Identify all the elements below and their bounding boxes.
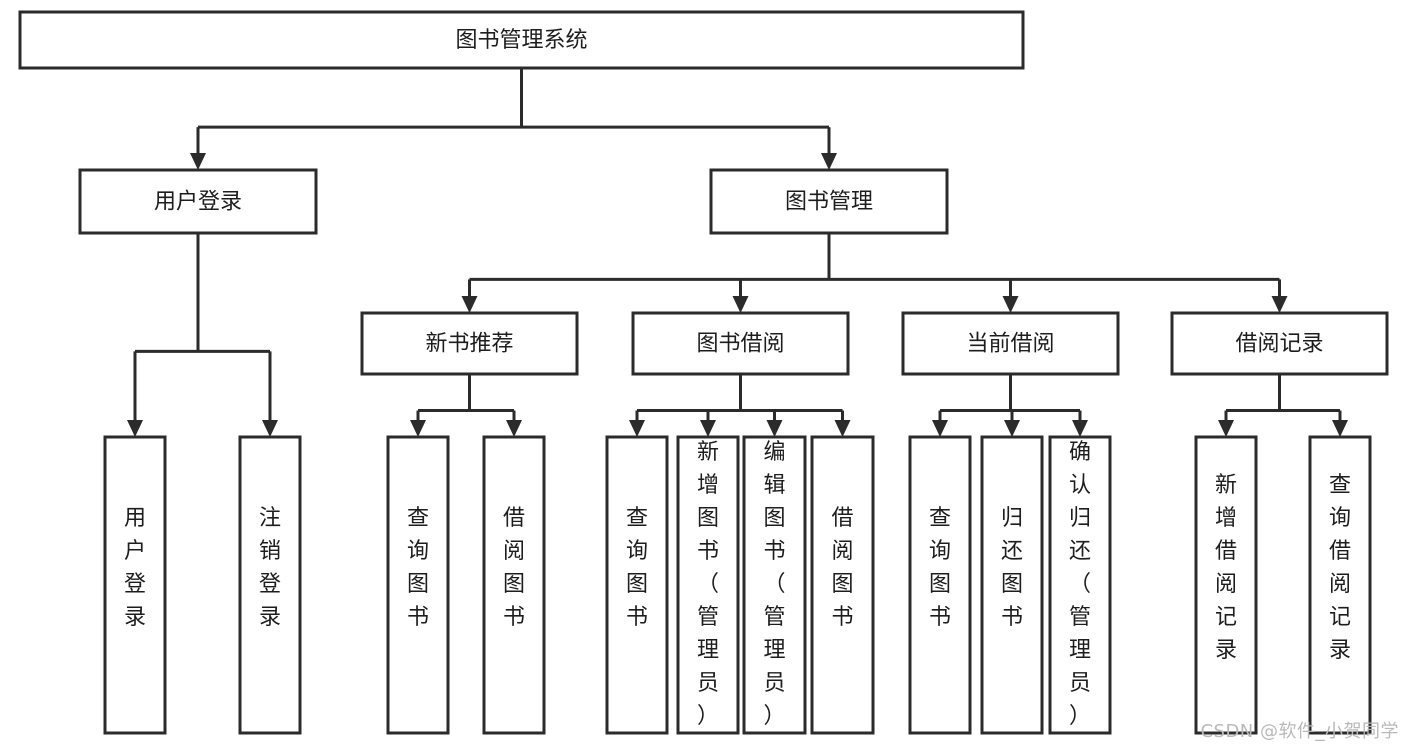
node-box[interactable] xyxy=(810,435,875,735)
node-label: 用户登录 xyxy=(154,190,242,215)
node-label: 查询图书 xyxy=(929,506,951,630)
node-leaf-query-book-2[interactable]: 查询图书 xyxy=(605,435,669,735)
node-leaf-confirm-return[interactable]: 确认归还（管理员） xyxy=(1048,435,1112,735)
arrow-head-icon xyxy=(932,420,948,437)
node-label: 当前借阅 xyxy=(966,332,1054,357)
arrow-head-icon xyxy=(834,420,851,437)
node-root[interactable]: 图书管理系统 xyxy=(18,10,1025,70)
node-box[interactable] xyxy=(676,435,740,735)
node-label: 归还图书 xyxy=(1001,506,1023,630)
arrow-head-icon xyxy=(506,420,522,437)
node-label: 图书管理系统 xyxy=(455,28,587,53)
arrow-head-icon xyxy=(461,296,478,313)
node-label: 借阅图书 xyxy=(503,506,525,630)
node-box[interactable] xyxy=(901,311,1120,376)
node-label: 确认归还（管理员） xyxy=(1069,440,1091,729)
node-box[interactable] xyxy=(386,435,450,735)
node-box[interactable] xyxy=(18,10,1025,70)
node-layer: 图书管理系统用户登录图书管理新书推荐图书借阅当前借阅借阅记录用户登录注销登录查询… xyxy=(18,10,1389,735)
node-borrow[interactable]: 图书借阅 xyxy=(631,311,850,376)
node-label: 查询借阅记录 xyxy=(1329,473,1351,663)
arrow-head-icon xyxy=(700,420,716,437)
node-label: 编辑图书（管理员） xyxy=(763,440,785,729)
arrow-head-icon xyxy=(1004,420,1020,437)
node-label: 图书借阅 xyxy=(696,332,784,357)
arrow-head-icon xyxy=(732,296,749,313)
edge-layer xyxy=(127,68,1348,437)
arrow-head-icon xyxy=(1218,420,1234,437)
node-records[interactable]: 借阅记录 xyxy=(1170,311,1389,376)
node-box[interactable] xyxy=(103,435,167,735)
node-label: 新增图书（管理员） xyxy=(697,440,719,729)
node-current[interactable]: 当前借阅 xyxy=(901,311,1120,376)
node-box[interactable] xyxy=(631,311,850,376)
node-label: 用户登录 xyxy=(124,506,146,630)
arrow-head-icon xyxy=(766,420,783,437)
node-box[interactable] xyxy=(908,435,972,735)
node-leaf-query-book-3[interactable]: 查询图书 xyxy=(908,435,972,735)
node-label: 借阅图书 xyxy=(831,506,853,630)
node-leaf-add-record[interactable]: 新增借阅记录 xyxy=(1194,435,1258,735)
node-label: 借阅记录 xyxy=(1235,332,1323,357)
node-newbook[interactable]: 新书推荐 xyxy=(360,311,579,376)
node-label: 新书推荐 xyxy=(425,332,513,357)
arrow-head-icon xyxy=(1072,420,1088,437)
watermark-label: CSDN @软件_小贺同学 xyxy=(1200,721,1399,742)
node-login[interactable]: 用户登录 xyxy=(78,168,318,235)
node-label: 图书管理 xyxy=(785,190,873,215)
node-leaf-edit-book[interactable]: 编辑图书（管理员） xyxy=(742,435,807,735)
node-leaf-user-login[interactable]: 用户登录 xyxy=(103,435,167,735)
node-box[interactable] xyxy=(605,435,669,735)
node-label: 查询图书 xyxy=(626,506,648,630)
node-box[interactable] xyxy=(482,435,546,735)
node-box[interactable] xyxy=(1308,435,1372,735)
arrow-head-icon xyxy=(127,420,143,437)
node-box[interactable] xyxy=(238,435,302,735)
node-box[interactable] xyxy=(742,435,807,735)
node-leaf-add-book[interactable]: 新增图书（管理员） xyxy=(676,435,740,735)
node-bookmgmt[interactable]: 图书管理 xyxy=(709,168,949,235)
node-label: 查询图书 xyxy=(407,506,429,630)
node-label: 注销登录 xyxy=(259,506,281,630)
arrow-head-icon xyxy=(190,153,206,170)
node-leaf-logout[interactable]: 注销登录 xyxy=(238,435,302,735)
node-label: 新增借阅记录 xyxy=(1215,473,1237,663)
node-leaf-query-book-1[interactable]: 查询图书 xyxy=(386,435,450,735)
node-box[interactable] xyxy=(78,168,318,235)
arrow-head-icon xyxy=(1271,296,1288,313)
arrow-head-icon xyxy=(821,153,837,170)
node-box[interactable] xyxy=(1170,311,1389,376)
node-box[interactable] xyxy=(709,168,949,235)
arrow-head-icon xyxy=(410,420,426,437)
node-box[interactable] xyxy=(1194,435,1258,735)
arrow-head-icon xyxy=(262,420,278,437)
node-leaf-return-book[interactable]: 归还图书 xyxy=(980,435,1044,735)
arrow-head-icon xyxy=(629,420,645,437)
node-leaf-query-record[interactable]: 查询借阅记录 xyxy=(1308,435,1372,735)
node-leaf-borrow-book-1[interactable]: 借阅图书 xyxy=(482,435,546,735)
arrow-head-icon xyxy=(1332,420,1348,437)
node-box[interactable] xyxy=(980,435,1044,735)
node-box[interactable] xyxy=(1048,435,1112,735)
node-box[interactable] xyxy=(360,311,579,376)
node-leaf-borrow-book-2[interactable]: 借阅图书 xyxy=(810,435,875,735)
arrow-head-icon xyxy=(1002,296,1019,313)
